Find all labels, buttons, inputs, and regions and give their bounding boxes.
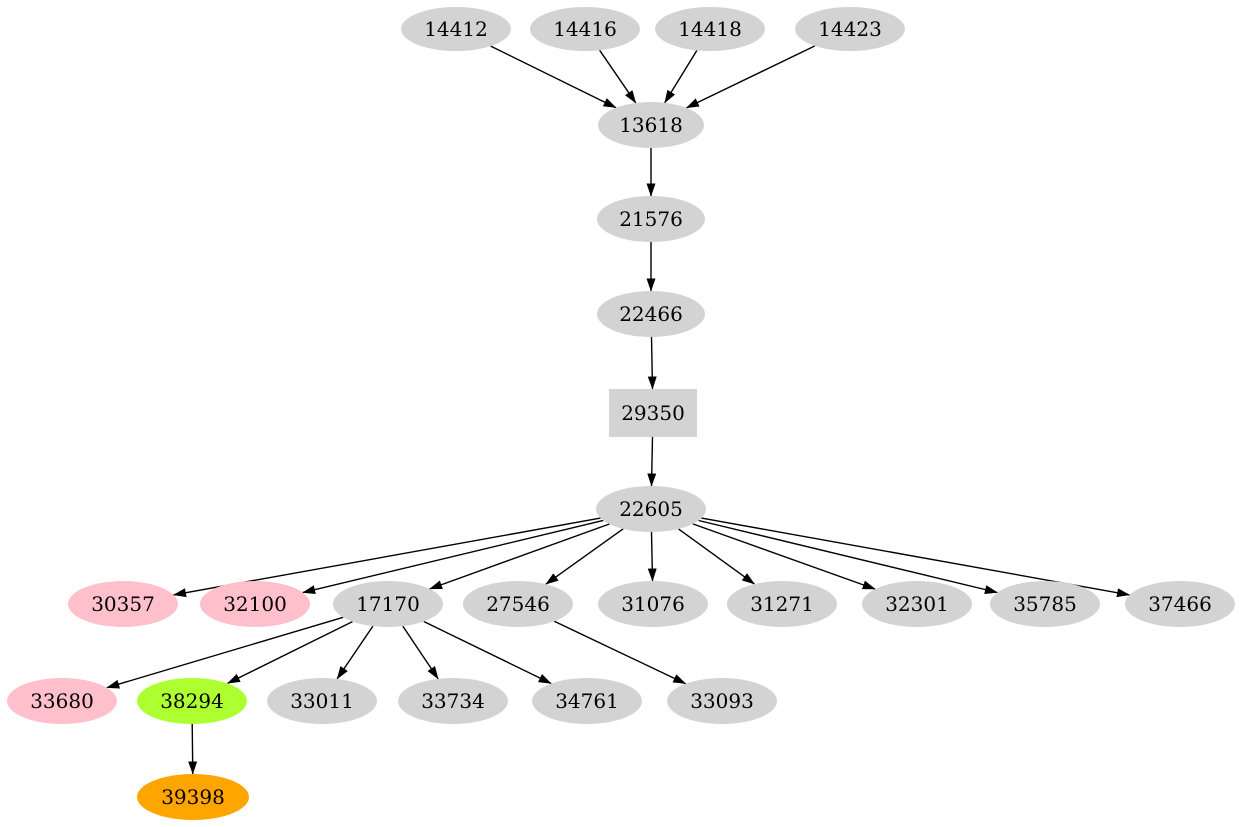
node-layer: 14412 14416 14418 14423 13618 21576 22466 29350… — [7, 7, 1235, 820]
node-ellipse-shape — [862, 581, 972, 627]
edge-17170-33680 — [106, 616, 344, 689]
node-label: 35785 — [1013, 592, 1077, 616]
node-label: 38294 — [160, 689, 224, 713]
node-label: 34761 — [555, 689, 619, 713]
edge-14423-13618 — [685, 45, 816, 109]
node-label: 13618 — [619, 113, 683, 137]
node-ellipse-shape — [598, 102, 704, 148]
edge-27546-33093 — [553, 620, 687, 685]
edge-layer — [106, 45, 1130, 775]
node-ellipse-shape — [596, 486, 706, 532]
node-ellipse-shape — [398, 678, 508, 724]
node-33680: 33680 — [7, 678, 117, 724]
node-ellipse-shape — [990, 581, 1100, 627]
edge-14418-13618 — [664, 50, 698, 104]
node-ellipse-shape — [1125, 581, 1235, 627]
node-29350: 29350 — [609, 389, 697, 437]
node-30357: 30357 — [68, 581, 178, 627]
node-14416: 14416 — [530, 7, 640, 51]
node-39398: 39398 — [137, 774, 249, 820]
node-label: 30357 — [91, 592, 155, 616]
node-ellipse-shape — [333, 581, 443, 627]
node-label: 14418 — [678, 17, 742, 41]
node-21576: 21576 — [597, 196, 705, 242]
node-27546: 27546 — [463, 581, 573, 627]
node-label: 21576 — [619, 207, 683, 231]
node-label: 33734 — [421, 689, 485, 713]
edge-22605-32100 — [302, 519, 604, 595]
edge-22466-29350 — [647, 336, 657, 390]
node-label: 39398 — [161, 785, 225, 809]
node-ellipse-shape — [137, 678, 247, 724]
node-ellipse-shape — [401, 7, 511, 51]
edge-17170-33734 — [402, 625, 439, 680]
edge-14416-13618 — [599, 49, 637, 104]
node-33734: 33734 — [398, 678, 508, 724]
node-ellipse-shape — [597, 291, 705, 337]
edge-17170-34761 — [423, 620, 552, 685]
node-38294: 38294 — [137, 678, 247, 724]
node-label: 33011 — [290, 689, 354, 713]
node-34761: 34761 — [532, 678, 642, 724]
node-ellipse-shape — [463, 581, 573, 627]
edge-22605-17170 — [429, 523, 610, 590]
node-13618: 13618 — [598, 102, 704, 148]
node-ellipse-shape — [532, 678, 642, 724]
node-label: 14423 — [818, 17, 882, 41]
node-label: 32301 — [885, 592, 949, 616]
node-17170: 17170 — [333, 581, 443, 627]
node-label: 17170 — [356, 592, 420, 616]
edge-22605-35785 — [698, 519, 998, 594]
node-label: 22605 — [619, 497, 683, 521]
node-label: 33093 — [690, 689, 754, 713]
node-35785: 35785 — [990, 581, 1100, 627]
node-31271: 31271 — [727, 581, 837, 627]
node-32100: 32100 — [200, 581, 310, 627]
node-ellipse-shape — [597, 196, 705, 242]
node-label: 31076 — [621, 592, 685, 616]
node-ellipse-shape — [200, 581, 310, 627]
node-ellipse-shape — [137, 774, 249, 820]
edge-22605-32301 — [692, 523, 876, 590]
node-ellipse-shape — [727, 581, 837, 627]
edge-38294-39398 — [188, 723, 198, 775]
node-label: 22466 — [619, 302, 683, 326]
edge-22605-31076 — [647, 531, 657, 582]
node-14423: 14423 — [795, 7, 905, 51]
node-ellipse-shape — [795, 7, 905, 51]
node-ellipse-shape — [598, 581, 708, 627]
node-ellipse-shape — [68, 581, 178, 627]
node-37466: 37466 — [1125, 581, 1235, 627]
node-14412: 14412 — [401, 7, 511, 51]
node-label: 33680 — [30, 689, 94, 713]
node-label: 32100 — [223, 592, 287, 616]
node-33093: 33093 — [667, 678, 777, 724]
node-ellipse-shape — [530, 7, 640, 51]
edge-22605-27546 — [545, 528, 624, 585]
node-22605: 22605 — [596, 486, 706, 532]
node-ellipse-shape — [267, 678, 377, 724]
node-label: 29350 — [621, 401, 685, 425]
node-label: 31271 — [750, 592, 814, 616]
node-32301: 32301 — [862, 581, 972, 627]
node-14418: 14418 — [655, 7, 765, 51]
node-label: 37466 — [1148, 592, 1212, 616]
node-31076: 31076 — [598, 581, 708, 627]
node-label: 27546 — [486, 592, 550, 616]
node-33011: 33011 — [267, 678, 377, 724]
edge-22605-31271 — [678, 528, 755, 585]
node-ellipse-shape — [7, 678, 117, 724]
edge-14412-13618 — [490, 45, 617, 109]
node-label: 14412 — [424, 17, 488, 41]
node-ellipse-shape — [655, 7, 765, 51]
node-ellipse-shape — [667, 678, 777, 724]
node-22466: 22466 — [597, 291, 705, 337]
node-label: 14416 — [553, 17, 617, 41]
node-box-shape — [609, 389, 697, 437]
edge-29350-22605 — [647, 436, 657, 487]
edge-17170-33011 — [336, 625, 374, 680]
edge-17170-38294 — [227, 620, 353, 685]
